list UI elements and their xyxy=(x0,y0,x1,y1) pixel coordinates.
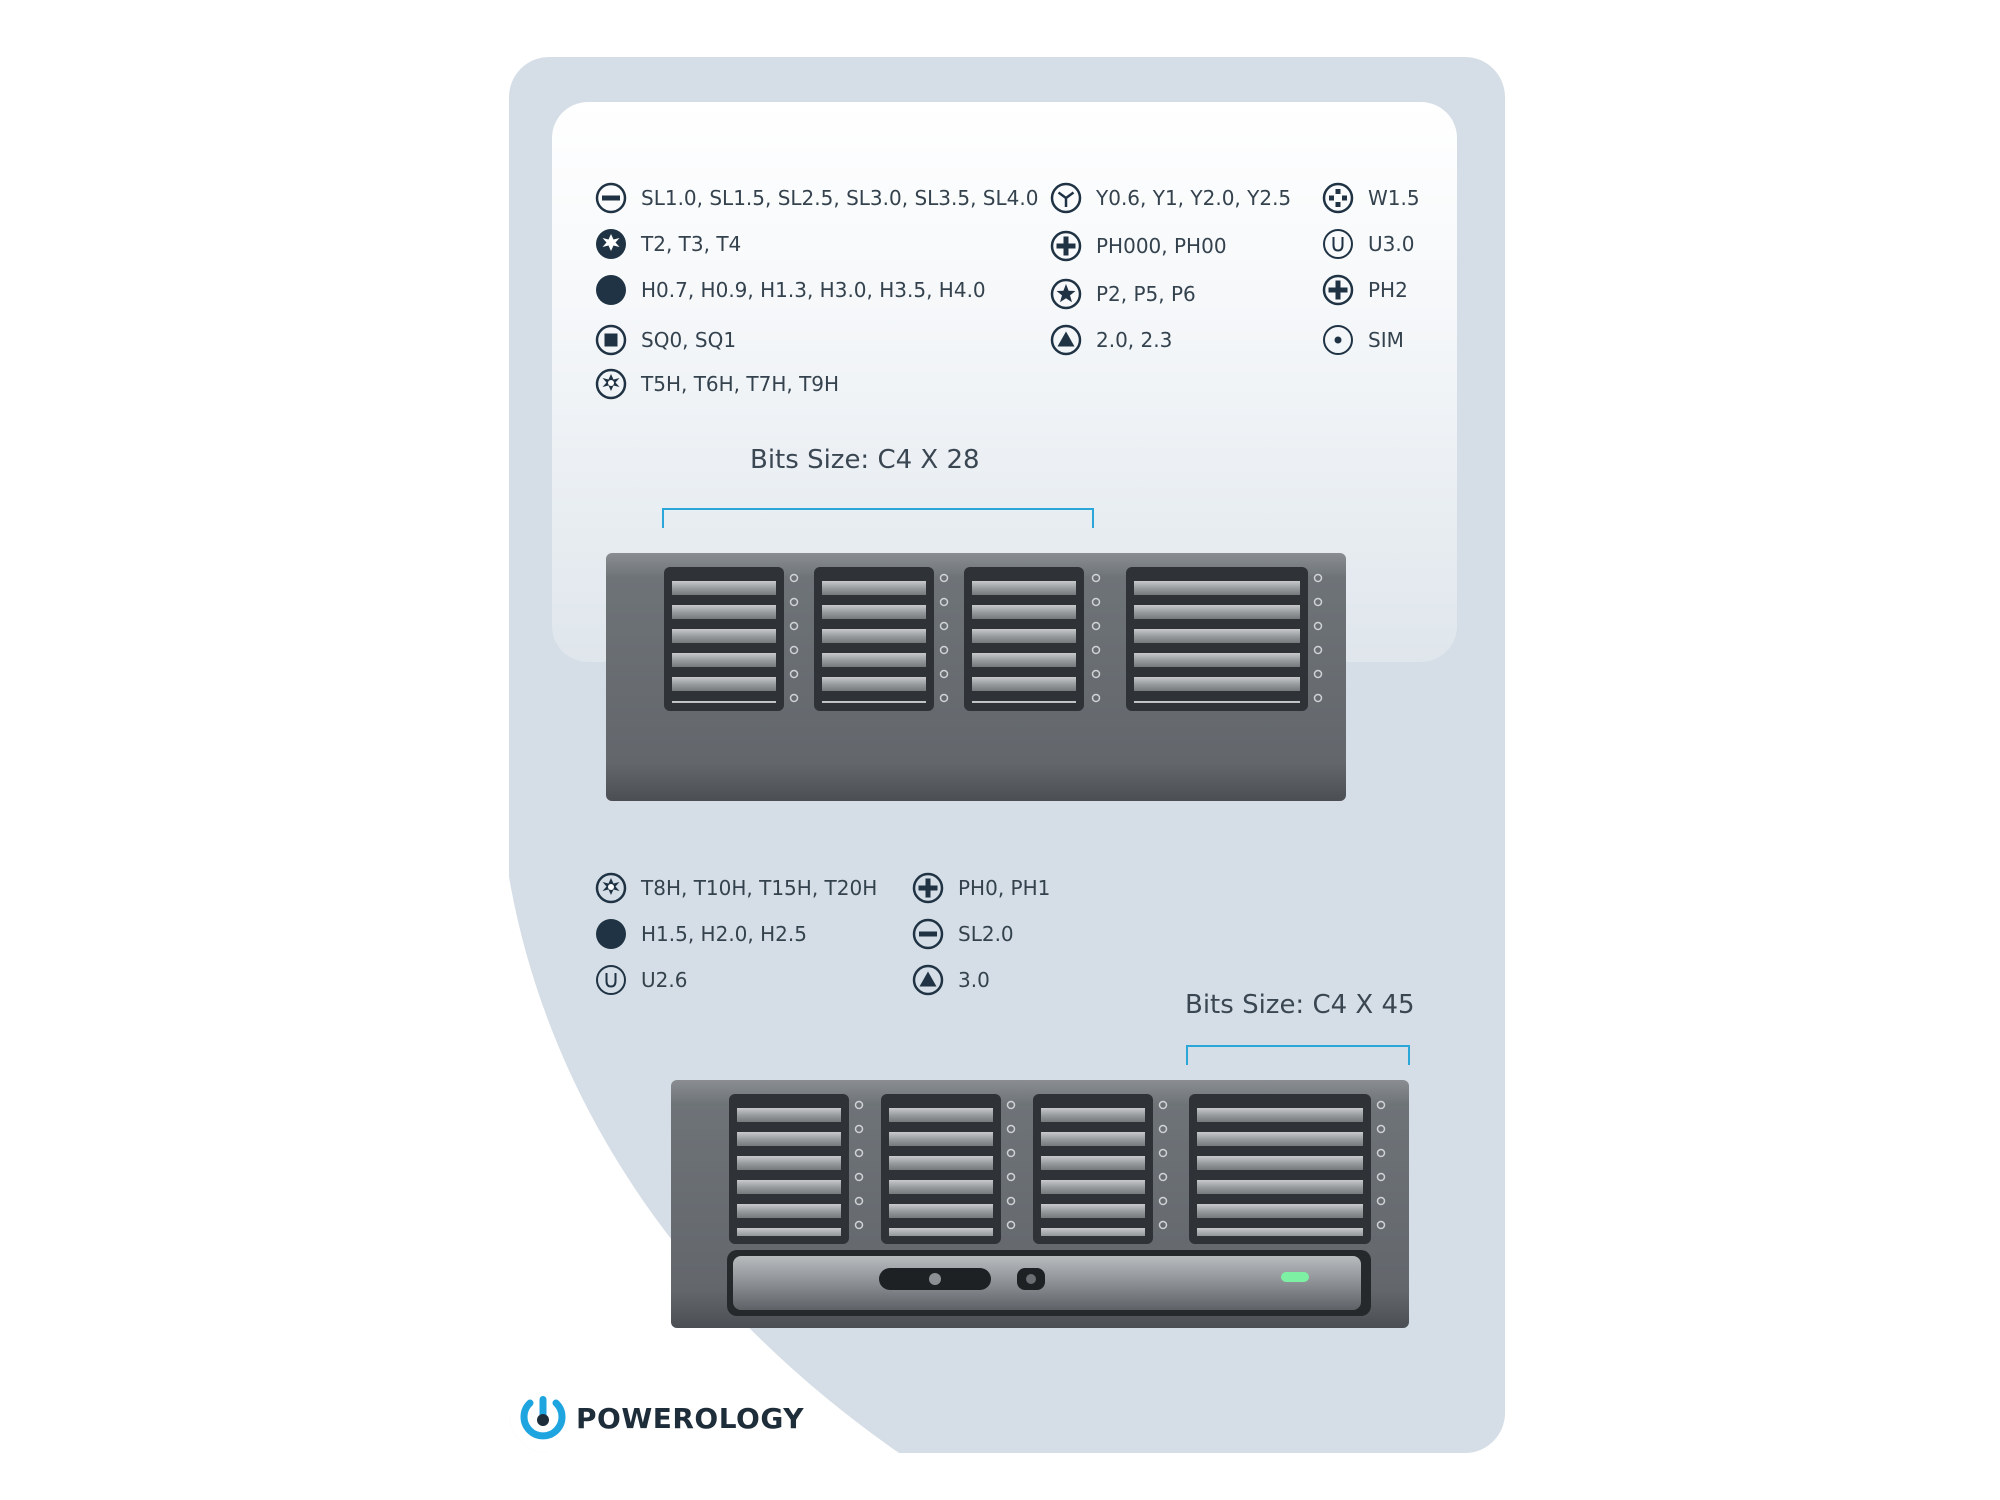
bit-case-bottom xyxy=(671,1080,1409,1328)
spec-row: Y0.6, Y1, Y2.0, Y2.5 xyxy=(1050,180,1291,216)
hex-icon xyxy=(595,274,627,306)
spec-row: H1.5, H2.0, H2.5 xyxy=(595,916,807,952)
spec-label: PH2 xyxy=(1368,278,1408,302)
spec-row: U2.6 xyxy=(595,962,687,998)
spec-row: T8H, T10H, T15H, T20H xyxy=(595,870,877,906)
torx-hole-icon xyxy=(595,872,627,904)
triangle-icon xyxy=(1050,324,1082,356)
spec-label: T8H, T10H, T15H, T20H xyxy=(641,876,878,900)
white-curve-decoration xyxy=(509,877,899,1453)
bits-size-label-top: Bits Size: C4 X 28 xyxy=(750,445,980,475)
u-type-icon xyxy=(1322,228,1354,260)
bracket-top xyxy=(662,508,1094,528)
spec-label: U2.6 xyxy=(641,968,688,992)
torx-hole-icon xyxy=(595,368,627,400)
spec-row: U3.0 xyxy=(1322,226,1414,262)
sim-pin-icon xyxy=(1322,324,1354,356)
spec-row: PH2 xyxy=(1322,272,1408,308)
spec-label: W1.5 xyxy=(1368,186,1420,210)
phillips-icon xyxy=(1322,274,1354,306)
hex-icon xyxy=(595,918,627,950)
slotted-icon xyxy=(595,182,627,214)
spec-label: SL2.0 xyxy=(958,922,1014,946)
spec-row: W1.5 xyxy=(1322,180,1420,216)
square-icon xyxy=(595,324,627,356)
spec-row: 3.0 xyxy=(912,962,990,998)
spec-label: 2.0, 2.3 xyxy=(1096,328,1173,352)
spec-label: H1.5, H2.0, H2.5 xyxy=(641,922,807,946)
spec-row: H0.7, H0.9, H1.3, H3.0, H3.5, H4.0 xyxy=(595,272,986,308)
spec-label: T5H, T6H, T7H, T9H xyxy=(641,372,840,396)
bits-size-label-bottom: Bits Size: C4 X 45 xyxy=(1185,990,1415,1020)
brand-name: POWEROLOGY xyxy=(576,1401,804,1435)
spec-row: T5H, T6H, T7H, T9H xyxy=(595,366,839,402)
pentalobe-icon xyxy=(1050,278,1082,310)
spec-label: U3.0 xyxy=(1368,232,1415,256)
tri-wing-icon xyxy=(1050,182,1082,214)
tri-point-icon xyxy=(1322,182,1354,214)
spec-row: P2, P5, P6 xyxy=(1050,276,1196,312)
spec-label: SQ0, SQ1 xyxy=(641,328,737,352)
spec-label: Y0.6, Y1, Y2.0, Y2.5 xyxy=(1096,186,1292,210)
phillips-icon xyxy=(1050,230,1082,262)
spec-row: SL2.0 xyxy=(912,916,1014,952)
spec-label: PH000, PH00 xyxy=(1096,234,1227,258)
spec-label: T2, T3, T4 xyxy=(641,232,742,256)
spec-label: SIM xyxy=(1368,328,1404,352)
spec-row: PH0, PH1 xyxy=(912,870,1050,906)
brand-logo: POWEROLOGY xyxy=(520,1393,804,1443)
bracket-bottom xyxy=(1186,1045,1410,1065)
spec-row: PH000, PH00 xyxy=(1050,228,1227,264)
u-type-icon xyxy=(595,964,627,996)
spec-row: SIM xyxy=(1322,322,1404,358)
bit-case-top xyxy=(606,553,1346,801)
spec-label: P2, P5, P6 xyxy=(1096,282,1196,306)
spec-label: PH0, PH1 xyxy=(958,876,1051,900)
spec-label: SL1.0, SL1.5, SL2.5, SL3.0, SL3.5, SL4.0 xyxy=(641,186,1039,210)
slotted-icon xyxy=(912,918,944,950)
spec-label: H0.7, H0.9, H1.3, H3.0, H3.5, H4.0 xyxy=(641,278,986,302)
spec-label: 3.0 xyxy=(958,968,990,992)
phillips-icon xyxy=(912,872,944,904)
spec-row: SL1.0, SL1.5, SL2.5, SL3.0, SL3.5, SL4.0 xyxy=(595,180,1038,216)
torx-icon xyxy=(595,228,627,260)
powerology-logo-icon xyxy=(520,1396,566,1440)
spec-row: SQ0, SQ1 xyxy=(595,322,736,358)
spec-row: T2, T3, T4 xyxy=(595,226,741,262)
spec-row: 2.0, 2.3 xyxy=(1050,322,1172,358)
triangle-icon xyxy=(912,964,944,996)
